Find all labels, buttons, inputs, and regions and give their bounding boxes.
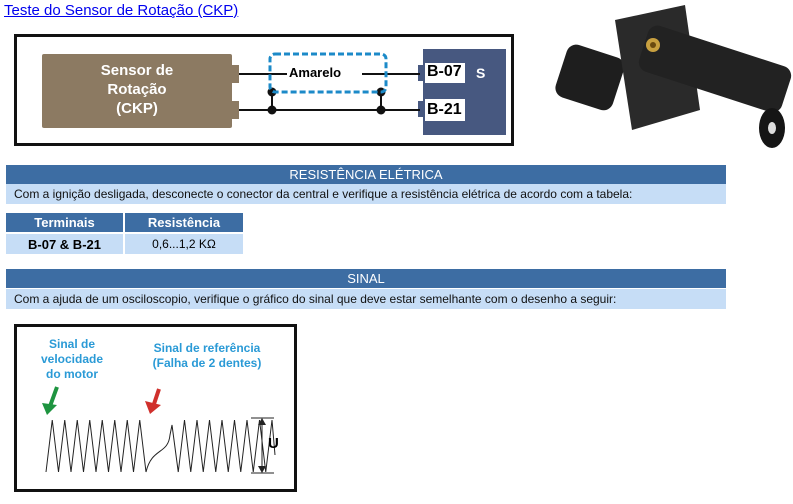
sensor-label: Rotação <box>107 81 167 98</box>
pin-b21: B-21 <box>427 101 462 118</box>
col-terminais: Terminais <box>6 213 125 233</box>
amplitude-label: U <box>268 435 279 452</box>
speed-label: velocidade <box>40 352 104 366</box>
sensor-block <box>42 54 232 128</box>
wiring-svg <box>42 49 506 135</box>
reference-label: Sinal de referência <box>153 341 261 355</box>
ecu-block <box>423 49 506 135</box>
speed-label: Sinal de <box>48 337 95 351</box>
signal-header: SINAL <box>6 269 726 288</box>
speed-label: do motor <box>46 367 98 381</box>
waveform-svg <box>42 386 276 474</box>
sensor-photo <box>555 5 792 148</box>
cell-resistance: 0,6...1,2 KΩ <box>124 232 245 254</box>
signal-description: Com a ajuda de um osciloscopio, verifiqu… <box>6 289 726 309</box>
wiring-diagram: Sensor de Rotação (CKP) Amarelo B-07 B-2… <box>14 34 514 146</box>
resistance-header: RESISTÊNCIA ELÉTRICA <box>6 165 726 184</box>
sensor-label: Sensor de <box>100 62 174 79</box>
signal-diagram: Sinal de velocidade do motor Sinal de re… <box>14 324 297 492</box>
resistance-description: Com a ignição desligada, desconecte o co… <box>6 184 726 204</box>
page-title-link[interactable]: Teste do Sensor de Rotação (CKP) <box>4 2 239 19</box>
sensor-label: (CKP) <box>116 100 158 117</box>
pin-b07: B-07 <box>427 63 462 80</box>
wire-label: Amarelo <box>289 65 342 80</box>
ecu-label: S <box>476 65 486 81</box>
shield-outline <box>268 52 388 94</box>
signal-waveform <box>45 419 276 473</box>
col-resistencia: Resistência <box>124 213 245 233</box>
reference-label: (Falha de 2 dentes) <box>152 356 262 370</box>
cell-terminals: B-07 & B-21 <box>6 232 125 254</box>
